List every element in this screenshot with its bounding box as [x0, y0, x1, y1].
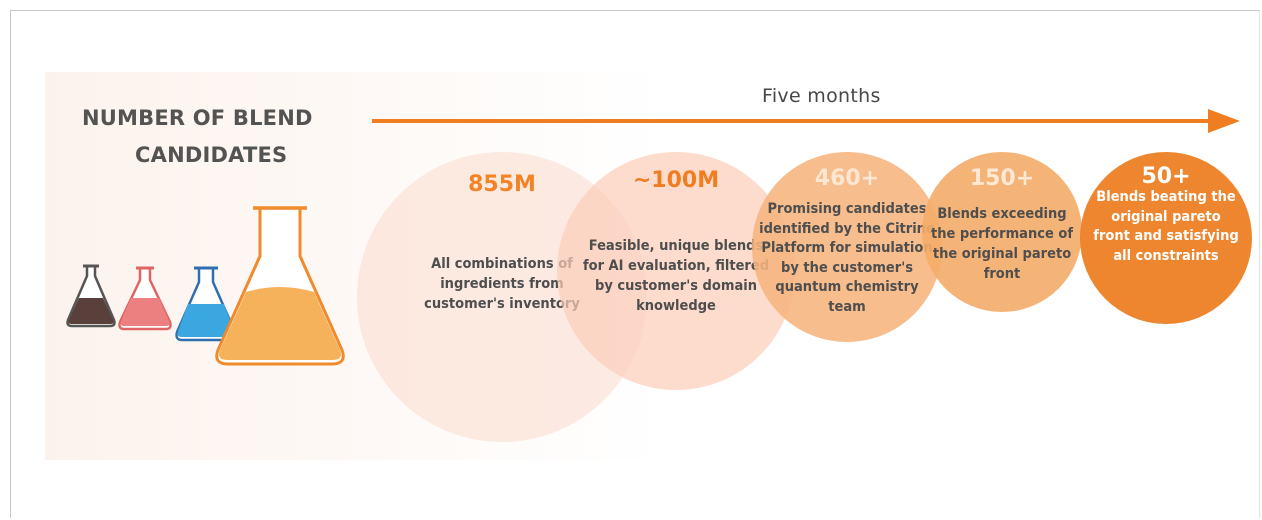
stage-circle-4: 150+ Blends exceeding the performance of… — [922, 152, 1082, 312]
flask-orange-icon — [215, 206, 345, 366]
timeline-arrow — [372, 109, 1240, 133]
stage-3-value: 460+ — [814, 166, 880, 191]
stage-2-value: ~100M — [632, 168, 720, 193]
flask-dark-icon — [66, 264, 116, 328]
stage-1-value: 855M — [468, 172, 536, 197]
stage-3-description: Promising candidates identified by the C… — [759, 201, 935, 315]
stage-circle-3: 460+ Promising candidates identified by … — [752, 152, 942, 342]
flask-red-icon — [118, 266, 172, 331]
flasks-illustration — [66, 206, 345, 366]
figure-frame — [10, 10, 1260, 518]
stage-2-description: Feasible, unique blends for AI evaluatio… — [582, 238, 770, 314]
figure-title: NUMBER OF BLEND CANDIDATES — [82, 100, 342, 174]
title-line-1: NUMBER OF BLEND — [82, 106, 313, 130]
stage-4-value: 150+ — [969, 166, 1035, 191]
stage-4-description: Blends exceeding the performance of the … — [930, 206, 1074, 282]
timeline-label: Five months — [762, 85, 881, 107]
stage-circle-5: 50+ Blends beating the original pareto f… — [1080, 152, 1252, 324]
stage-5-value: 50+ — [1141, 164, 1191, 189]
stage-1-description: All combinations of ingredients from cus… — [424, 256, 580, 312]
flask-blue-icon — [175, 266, 237, 342]
title-line-2: CANDIDATES — [135, 143, 288, 167]
stage-5-description: Blends beating the original pareto front… — [1093, 189, 1239, 264]
